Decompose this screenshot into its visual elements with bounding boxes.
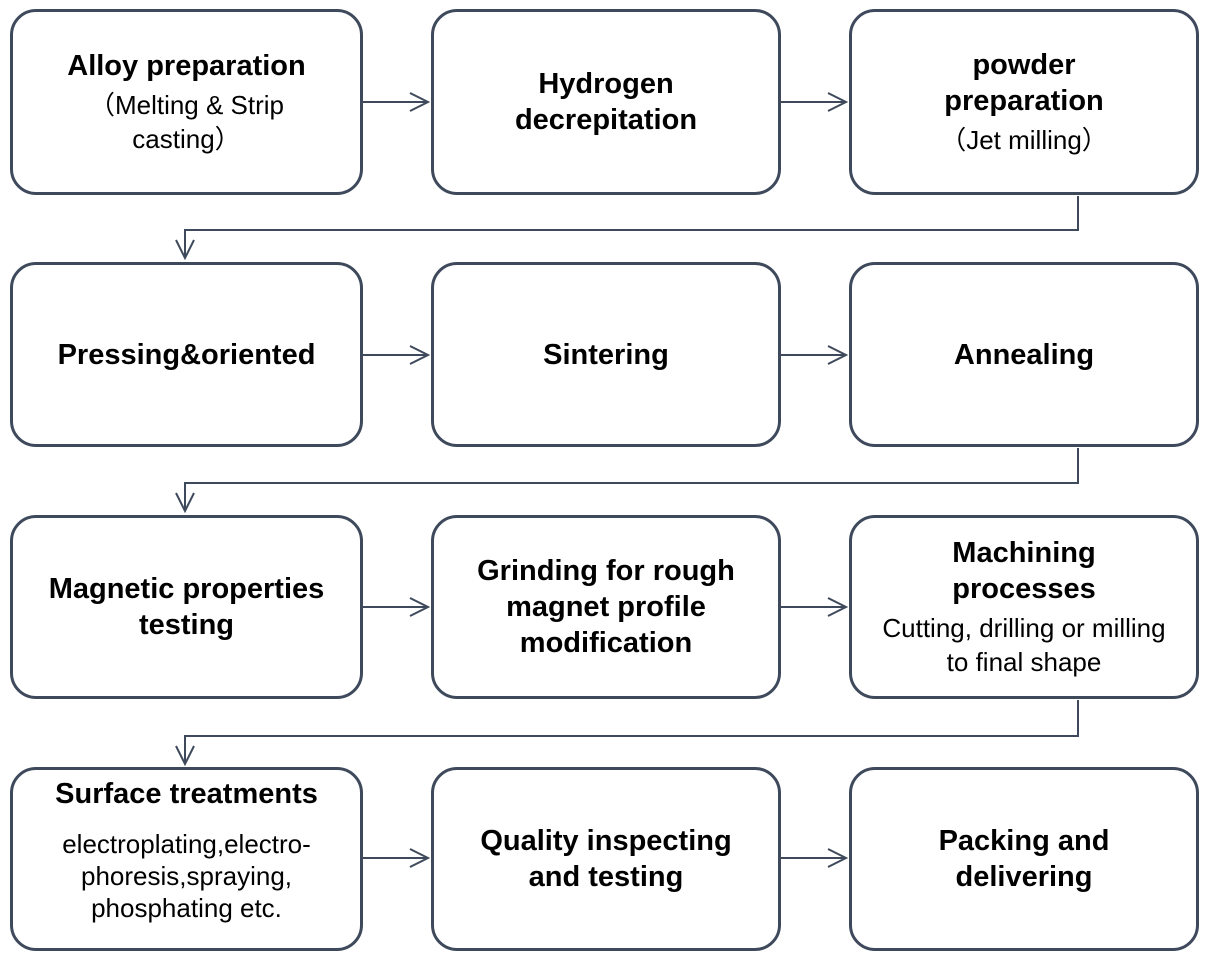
step-subtitle: electroplating,electro-phoresis,spraying… [62,829,311,923]
step-subtitle: （Melting & Strip casting） [88,90,285,154]
step-quality-inspecting: Quality inspecting and testing [431,767,781,951]
arrow-3-4 [185,196,1079,258]
step-surface-treatments: Surface treatments electroplating,electr… [10,767,363,951]
step-title: Pressing&oriented [57,338,316,371]
step-annealing: Annealing [849,262,1199,447]
step-subtitle: Cutting, drilling or milling to final sh… [882,613,1166,677]
step-sintering: Sintering [431,262,781,447]
step-title: Grinding for rough magnet profile modifi… [477,555,735,659]
step-powder-preparation: powder preparation （Jet milling） [849,9,1199,195]
step-title: Annealing [953,338,1095,371]
step-title: Packing and delivering [938,825,1110,893]
step-magnetic-properties-testing: Magnetic properties testing [10,515,363,699]
step-title: Sintering [543,338,669,371]
step-title: Surface treatments [55,778,318,810]
step-title: Hydrogen decrepitation [514,68,698,136]
step-title: Quality inspecting and testing [480,825,732,893]
step-packing-delivering: Packing and delivering [849,767,1199,951]
step-title: Alloy preparation [67,50,306,82]
arrow-6-7 [185,448,1079,511]
step-grinding: Grinding for rough magnet profile modifi… [431,515,781,699]
step-machining-processes: Machining processes Cutting, drilling or… [849,515,1199,699]
step-alloy-preparation: Alloy preparation （Melting & Strip casti… [10,9,363,195]
step-title: Magnetic properties testing [48,573,325,641]
step-title: Machining processes [952,537,1096,605]
step-title: powder preparation [944,49,1104,117]
arrow-9-10 [185,700,1079,764]
step-hydrogen-decrepitation: Hydrogen decrepitation [431,9,781,195]
step-subtitle: （Jet milling） [940,125,1108,155]
step-pressing-oriented: Pressing&oriented [10,262,363,447]
